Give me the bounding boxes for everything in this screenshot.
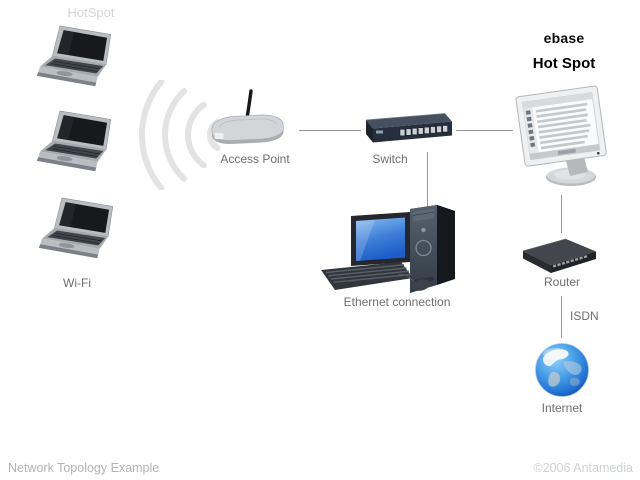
laptop-node-3 bbox=[35, 197, 119, 263]
server-monitor-icon bbox=[514, 83, 614, 193]
hotspot-server-node bbox=[514, 83, 614, 193]
laptop-node-1 bbox=[33, 25, 117, 91]
link-switch-pc bbox=[427, 152, 428, 207]
internet-label: Internet bbox=[541, 401, 583, 415]
hotspot-watermark: HotSpot bbox=[67, 5, 115, 20]
ethernet-connection-label: Ethernet connection bbox=[343, 295, 451, 309]
ethernet-pc-node bbox=[313, 196, 463, 301]
footer-title: Network Topology Example bbox=[8, 461, 160, 475]
router-node bbox=[516, 236, 601, 278]
link-accesspoint-switch bbox=[299, 130, 361, 131]
desktop-pc-icon bbox=[313, 196, 463, 301]
internet-node bbox=[534, 342, 590, 398]
router-icon bbox=[516, 236, 601, 278]
server-brand-label: ebase bbox=[543, 30, 585, 46]
access-point-icon bbox=[205, 88, 290, 152]
wifi-label: Wi-Fi bbox=[63, 276, 91, 290]
laptop-icon bbox=[33, 110, 117, 176]
link-router-internet bbox=[561, 296, 562, 338]
switch-icon bbox=[362, 109, 454, 149]
link-server-router bbox=[561, 195, 562, 233]
switch-node bbox=[362, 109, 454, 149]
laptop-icon bbox=[35, 197, 119, 263]
isdn-label: ISDN bbox=[570, 309, 599, 323]
footer-copyright: ©2006 Antamedia bbox=[533, 461, 633, 475]
access-point-label: Access Point bbox=[220, 152, 290, 166]
link-switch-server bbox=[456, 130, 513, 131]
server-name-label: Hot Spot bbox=[532, 55, 596, 72]
router-label: Router bbox=[543, 275, 581, 289]
laptop-icon bbox=[33, 25, 117, 91]
internet-globe-icon bbox=[534, 342, 590, 398]
access-point-node bbox=[205, 88, 290, 152]
switch-label: Switch bbox=[372, 152, 408, 166]
laptop-node-2 bbox=[33, 110, 117, 176]
